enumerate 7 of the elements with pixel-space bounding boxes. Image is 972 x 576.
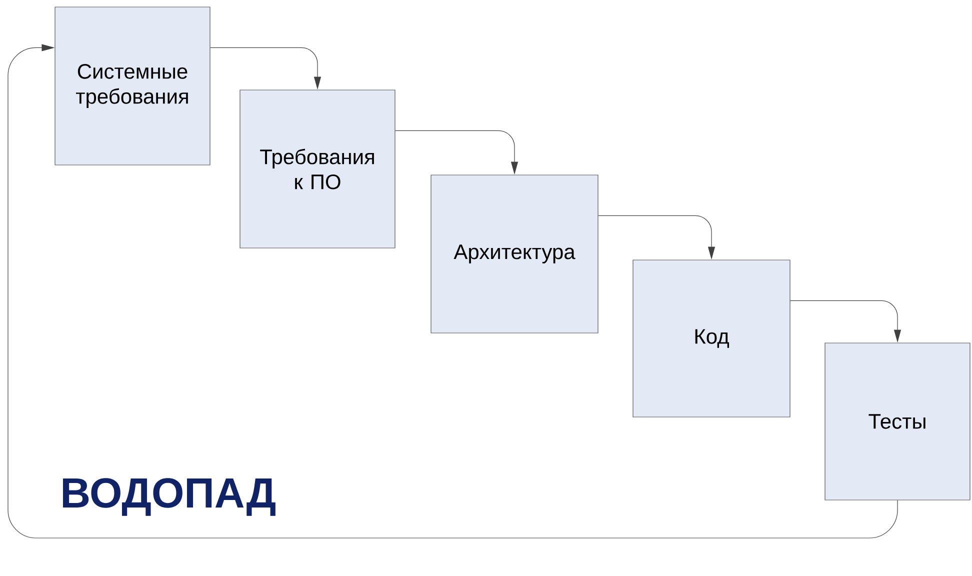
process-box: Архитектура — [430, 174, 598, 334]
arrow — [8, 44, 898, 538]
process-box: Тесты — [824, 342, 970, 500]
process-box: Системные требования — [54, 6, 210, 166]
title: ВОДОПАД — [63, 478, 276, 516]
process-box: Требования к ПО — [240, 90, 396, 248]
process-box: Код — [632, 260, 790, 418]
